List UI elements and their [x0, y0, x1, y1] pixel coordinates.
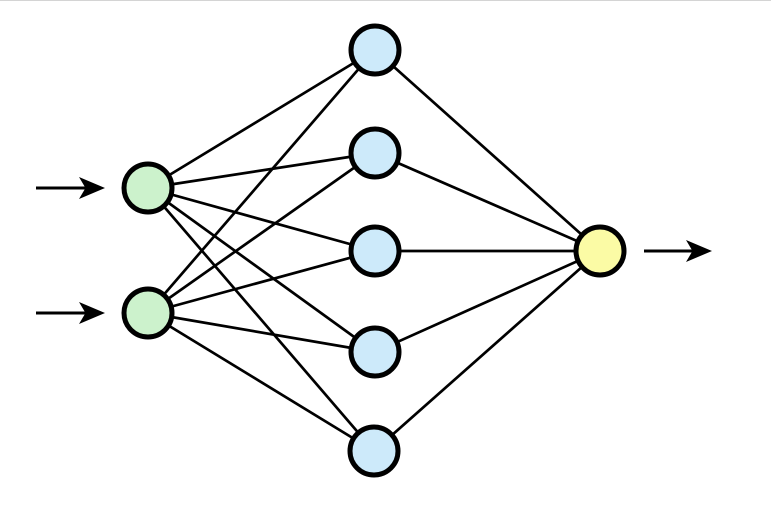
edge-i2-h2: [147, 151, 376, 315]
hidden-node-3: [348, 224, 402, 278]
edge-h4-o1: [374, 249, 601, 354]
output-arrow-head: [686, 240, 712, 262]
edge-i1-h2: [147, 151, 376, 190]
input-node-1: [121, 161, 175, 215]
input-arrow-1-head: [79, 177, 105, 199]
edge-i2-h1: [146, 49, 377, 314]
edge-i2-h4: [147, 311, 376, 354]
input-arrow-2-head: [79, 302, 105, 324]
edge-h2-o1: [374, 151, 601, 253]
hidden-node-1: [348, 23, 402, 77]
edge-i1-h5: [146, 187, 376, 452]
window-top-border: [0, 0, 771, 1]
edge-i2-h3: [147, 249, 376, 315]
hidden-node-2: [348, 126, 402, 180]
hidden-node-4: [348, 325, 402, 379]
hidden-node-5: [347, 424, 401, 478]
edge-i2-h5: [147, 311, 375, 453]
edge-i1-h4: [147, 186, 376, 354]
edge-i1-h1: [147, 48, 376, 190]
output-node-1: [573, 224, 627, 278]
edge-i1-h3: [147, 186, 376, 253]
edge-h1-o1: [374, 48, 601, 253]
input-node-2: [121, 286, 175, 340]
edge-h5-o1: [373, 249, 601, 453]
